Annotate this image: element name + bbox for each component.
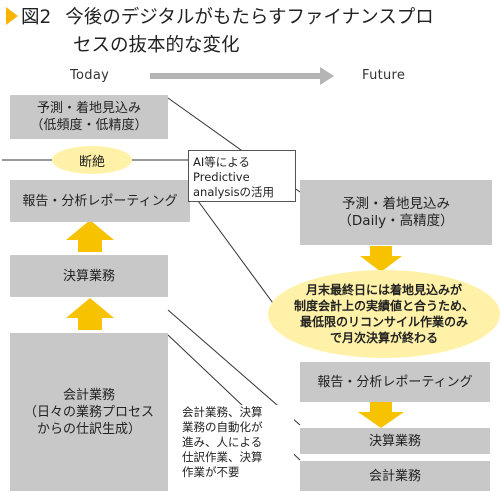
future-accounting-box: 会計業務 (300, 461, 490, 491)
today-to-future-arrow (150, 67, 334, 85)
today-forecast-box: 予測・着地見込み （低頻度・低精度） (10, 95, 168, 139)
column-header-future: Future (362, 68, 406, 83)
figure-label: 図2 (21, 7, 52, 28)
future-forecast-box: 予測・着地見込み （Daily・高精度） (300, 180, 492, 245)
disconnect-ellipse: 断絶 (52, 146, 132, 174)
today-reporting-box: 報告・分析レポーティング (10, 180, 190, 222)
title-marker-icon (6, 7, 18, 25)
down-arrow-reporting-to-closing (358, 402, 404, 428)
up-arrow-accounting-to-closing (66, 298, 114, 330)
today-accounting-box: 会計業務 （日々の業務プロセス からの仕訳生成） (10, 333, 168, 491)
column-header-today: Today (70, 68, 110, 83)
today-closing-box: 決算業務 (10, 255, 168, 297)
figure-title: 図2 今後のデジタルがもたらすファイナンスプロ セスの抜本的な変化 (6, 4, 496, 60)
future-highlight-ellipse: 月末最終日には着地見込みが 制度会計上の実績値と合うため、 最低限のリコンサイル… (268, 270, 500, 358)
title-line-1: 今後のデジタルがもたらすファイナンスプロ (65, 7, 434, 28)
future-reporting-box: 報告・分析レポーティング (300, 362, 490, 402)
future-closing-box: 決算業務 (300, 428, 490, 454)
up-arrow-closing-to-reporting (66, 220, 114, 252)
automation-note: 会計業務、決算 業務の自動化が 進み、人による 仕訳作業、決算 作業が不要 (182, 405, 294, 493)
title-line-2: セスの抜本的な変化 (73, 35, 240, 56)
ai-predictive-note: AI等による Predictive analysisの活用 (188, 150, 296, 202)
down-arrow-forecast-to-highlight (360, 246, 402, 272)
